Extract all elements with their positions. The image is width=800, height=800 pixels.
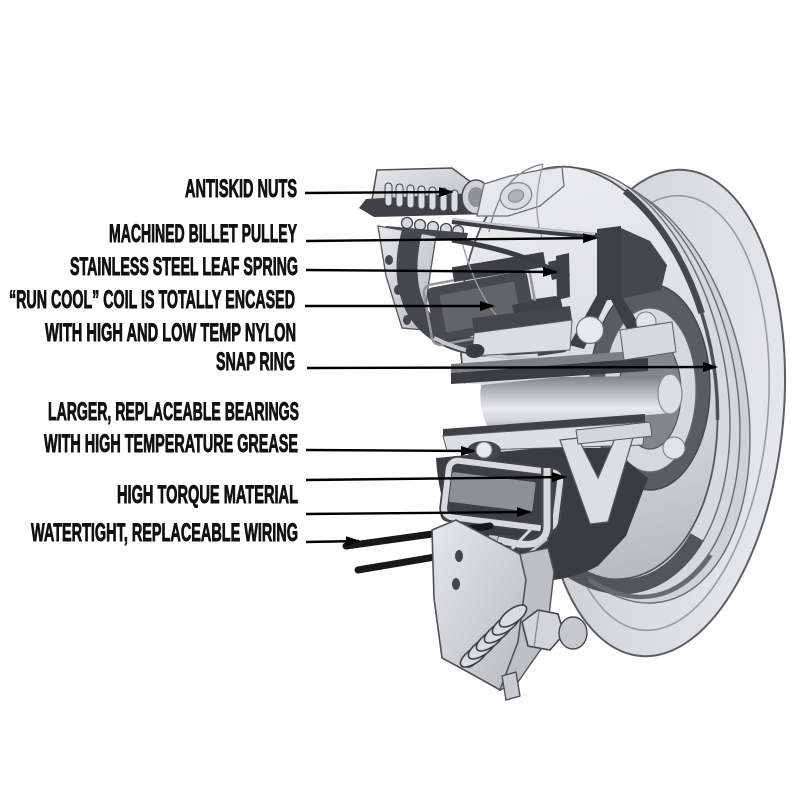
svg-text:SNAP RING: SNAP RING [216,348,295,376]
svg-text:WITH HIGH AND LOW TEMP NYLON: WITH HIGH AND LOW TEMP NYLON [45,319,296,347]
svg-text:ANTISKID NUTS: ANTISKID NUTS [185,175,297,203]
svg-text:WITH HIGH TEMPERATURE GREASE: WITH HIGH TEMPERATURE GREASE [44,430,298,458]
svg-text:STAINLESS STEEL LEAF SPRING: STAINLESS STEEL LEAF SPRING [70,253,298,281]
svg-text:MACHINED BILLET PULLEY: MACHINED BILLET PULLEY [109,220,297,248]
svg-text:LARGER, REPLACEABLE BEARINGS: LARGER, REPLACEABLE BEARINGS [48,398,299,426]
svg-text:“RUN COOL” COIL IS TOTALLY ENC: “RUN COOL” COIL IS TOTALLY ENCASED [9,286,295,314]
svg-text:HIGH TORQUE MATERIAL: HIGH TORQUE MATERIAL [117,481,298,509]
svg-text:WATERTIGHT, REPLACEABLE WIRING: WATERTIGHT, REPLACEABLE WIRING [31,519,298,547]
